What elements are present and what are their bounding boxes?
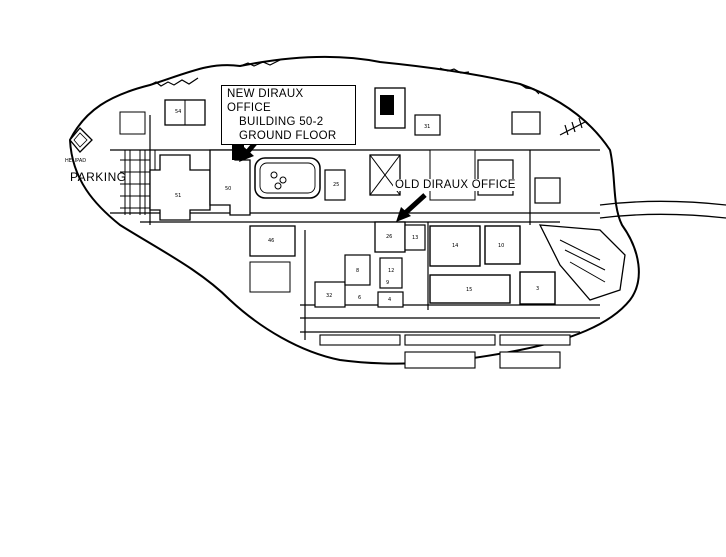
building-3 — [519, 271, 556, 305]
building-26 — [374, 221, 406, 253]
old-office-label: OLD DIRAUX OFFICE — [393, 179, 518, 191]
building-4 — [377, 291, 404, 308]
building-15-label: 15 — [466, 287, 473, 293]
building-31 — [414, 114, 441, 136]
south-piers — [319, 334, 571, 369]
building-25-label: 25 — [333, 182, 340, 188]
new-office-line3: GROUND FLOOR — [239, 130, 337, 142]
building-9-label: 9 — [386, 280, 390, 286]
building-8-label: 8 — [356, 268, 360, 274]
pier-ne — [559, 117, 586, 136]
building-14-label: 14 — [452, 243, 459, 249]
building-mid-2 — [429, 149, 476, 201]
building-14 — [429, 225, 481, 267]
building-51 — [149, 154, 211, 221]
building-51-label: 51 — [175, 193, 182, 199]
building-15 — [429, 274, 511, 304]
building-small-nw — [119, 111, 146, 135]
building-north-2 — [511, 111, 541, 135]
building-46 — [249, 225, 296, 257]
causeway — [599, 200, 726, 219]
building-12 — [379, 257, 403, 289]
building-8 — [344, 254, 371, 286]
parking-label: PARKING — [70, 170, 127, 184]
building-32 — [314, 281, 346, 308]
building-46-label: 46 — [268, 238, 275, 244]
building-13 — [404, 224, 426, 251]
building-32-label: 32 — [326, 293, 333, 299]
new-office-line1: NEW DIRAUX OFFICE — [227, 88, 304, 114]
sports-field — [254, 157, 321, 199]
new-diraux-office-callout: NEW DIRAUX OFFICE BUILDING 50-2 GROUND F… — [221, 85, 356, 145]
building-12-label: 12 — [388, 268, 395, 274]
building-31-label: 31 — [424, 124, 431, 130]
building-10 — [484, 225, 521, 265]
helipad-label: HELIPAD — [65, 158, 87, 164]
building-3-label: 3 — [536, 286, 540, 292]
helipad — [69, 127, 93, 153]
building-sw-hatched — [249, 261, 291, 293]
building-26-label: 26 — [386, 234, 393, 240]
dock-hatch — [559, 239, 606, 283]
building-6-label: 6 — [358, 295, 362, 301]
new-office-line2: BUILDING 50-2 — [239, 116, 324, 128]
building-50-label: 50 — [225, 186, 232, 192]
old-office-arrow — [396, 193, 427, 222]
building-13-label: 13 — [412, 235, 419, 241]
building-50-2-highlight — [232, 140, 244, 160]
building-54-label: 54 — [175, 109, 182, 115]
coast-texture — [149, 59, 540, 95]
building-25 — [324, 169, 346, 201]
building-east-1 — [534, 177, 561, 204]
old-diraux-office-callout: OLD DIRAUX OFFICE — [393, 178, 518, 192]
building-4-label: 4 — [388, 297, 392, 303]
building-10-label: 10 — [498, 243, 505, 249]
